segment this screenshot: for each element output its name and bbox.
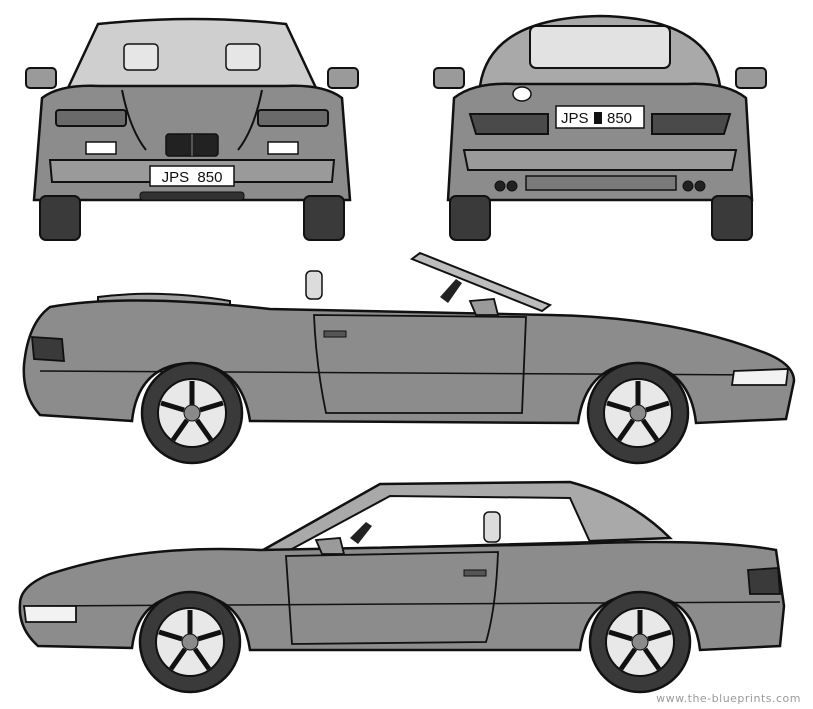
left-headlight — [55, 109, 127, 127]
front-right-tire — [303, 195, 345, 241]
door-handle — [463, 569, 487, 577]
rear-valance — [525, 175, 677, 191]
taillight — [31, 336, 65, 362]
steering-wheel — [440, 279, 462, 303]
steering-wheel — [350, 522, 372, 544]
windshield — [66, 17, 318, 90]
headrest — [305, 270, 323, 300]
side-mirror — [468, 298, 500, 316]
rear-window — [529, 25, 671, 69]
right-headlight — [257, 109, 329, 127]
front-license-plate — [149, 165, 235, 187]
rear-left-tire — [449, 195, 491, 241]
headlight — [22, 605, 77, 623]
left-exhaust-outer — [494, 180, 506, 192]
front-air-intake — [139, 191, 245, 201]
left-mirror — [433, 67, 465, 89]
rear-right-tire — [711, 195, 753, 241]
brand-badge — [512, 86, 532, 102]
rear-bumper — [462, 149, 738, 171]
windshield-frame — [409, 251, 553, 313]
rear-wheel — [588, 590, 692, 694]
headrest — [483, 511, 501, 543]
rear-wheel — [140, 361, 244, 465]
right-mirror — [735, 67, 767, 89]
front-left-tire — [39, 195, 81, 241]
headlight — [730, 368, 790, 386]
right-headrest — [225, 43, 261, 71]
door-handle — [323, 330, 347, 338]
right-mirror — [327, 67, 359, 89]
right-exhaust-inner — [682, 180, 694, 192]
front-wheel — [586, 361, 690, 465]
door-outline — [285, 551, 499, 645]
rear-plate-text-left: JPS — [561, 110, 589, 127]
plate-sticker — [594, 112, 602, 124]
right-fog-lamp — [267, 141, 299, 155]
left-taillight — [468, 113, 549, 135]
rear-plate-text-right: 850 — [607, 110, 632, 127]
side-view-roof-down — [22, 251, 796, 465]
front-view: JPS 850 — [25, 17, 359, 241]
left-headrest — [123, 43, 159, 71]
side-view-roof-up — [18, 480, 786, 694]
front-wheel — [138, 590, 242, 694]
rear-view: JPS 850 — [433, 14, 767, 241]
taillight — [747, 567, 781, 595]
door-outline — [313, 314, 527, 414]
left-fog-lamp — [85, 141, 117, 155]
left-exhaust-inner — [506, 180, 518, 192]
right-exhaust-outer — [694, 180, 706, 192]
front-plate-text: JPS 850 — [162, 169, 223, 186]
side-mirror — [314, 537, 346, 555]
right-taillight — [651, 113, 732, 135]
left-mirror — [25, 67, 57, 89]
watermark-text: www.the-blueprints.com — [656, 692, 801, 705]
